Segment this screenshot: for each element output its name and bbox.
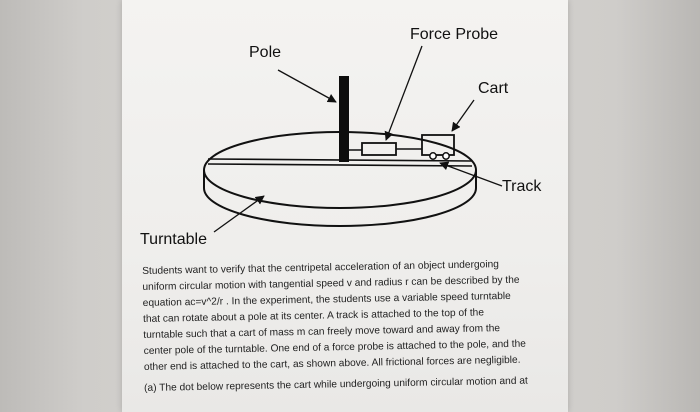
problem-paragraph: Students want to verify that the centrip… [142,256,554,376]
paper-page [122,0,568,412]
turntable-diagram [203,45,503,233]
force-probe [361,142,397,156]
force-probe-arrow [384,45,423,141]
cart-label: Cart [478,80,509,97]
track-arrow [439,161,503,187]
turntable-label: Turntable [140,231,207,248]
force-probe-label: Force Probe [410,26,499,43]
pole-arrow [277,69,337,103]
turntable-arrow [213,195,265,233]
pole [339,76,349,162]
turntable-side [203,170,477,227]
cart-arrow [451,99,475,132]
pole-label: Pole [249,44,282,61]
apparatus-figure [122,0,568,260]
track-label: Track [502,178,542,195]
cart [421,134,455,156]
